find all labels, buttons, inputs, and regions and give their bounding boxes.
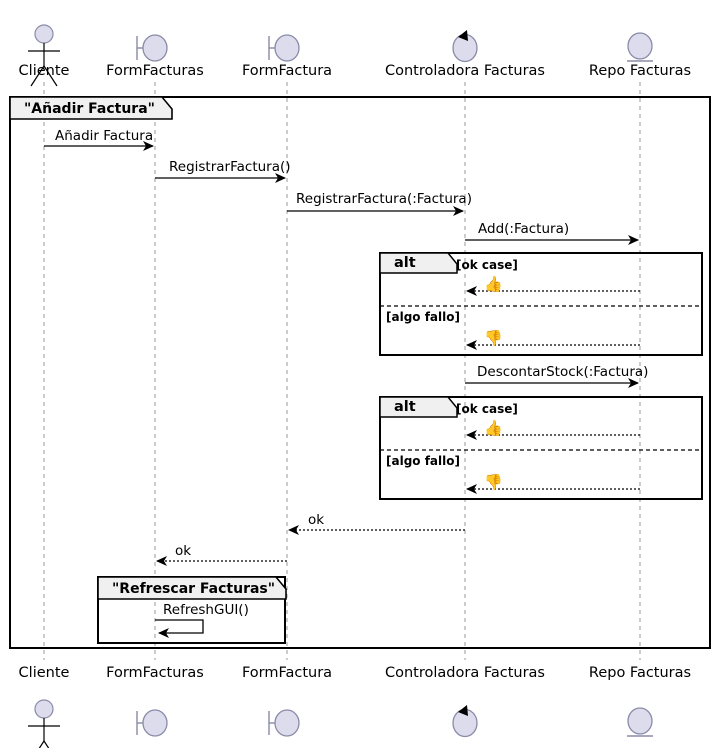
participant-icons-layer xyxy=(28,24,653,752)
alt-add-factura-operator: alt xyxy=(394,255,416,271)
boundary-circle xyxy=(142,34,168,62)
messages-layer xyxy=(44,141,639,638)
alt-descontar-stock-return-label-1: 👎 xyxy=(484,473,503,491)
alt-descontar-stock-guard-0: [ok case] xyxy=(456,402,518,416)
alt-descontar-stock-return-label-0: 👍 xyxy=(484,419,503,437)
participant-label-formfacturas-top: FormFacturas xyxy=(106,63,204,79)
alt-add-factura-border xyxy=(379,252,703,356)
self-message-label-sm1: RefreshGUI() xyxy=(163,602,249,618)
frames-layer xyxy=(9,96,711,649)
actor-head xyxy=(34,24,54,44)
participant-label-repo-bottom: Repo Facturas xyxy=(588,665,692,681)
alt-add-factura-tab xyxy=(379,252,458,274)
frame-refrescar-facturas-tab xyxy=(97,576,287,600)
entity-circle xyxy=(627,32,653,60)
frame-anadir-factura-tab xyxy=(9,96,173,120)
message-label-m1: Añadir Factura xyxy=(55,128,154,144)
frame-anadir-factura-border xyxy=(9,96,711,649)
boundary-circle xyxy=(142,709,168,737)
alt-descontar-stock-operator: alt xyxy=(394,399,416,415)
frame-anadir-factura xyxy=(9,96,711,649)
alt-add-factura-return-label-0: 👍 xyxy=(484,275,503,293)
frame-anadir-factura-label: "Añadir Factura" xyxy=(24,101,155,117)
alt-add-factura-guard-1: [algo fallo] xyxy=(386,310,460,324)
actor-head xyxy=(34,699,54,719)
alt-add-factura-return-label-1: 👎 xyxy=(484,329,503,347)
alt-descontar-stock-tab xyxy=(379,396,458,418)
alt-descontar-stock xyxy=(379,396,703,500)
actor-leg-right xyxy=(43,65,58,87)
control-arrow xyxy=(458,705,468,716)
frame-refrescar-facturas-label: "Refrescar Facturas" xyxy=(112,581,276,597)
actor-leg-right xyxy=(43,740,52,752)
participant-label-cliente-top: Cliente xyxy=(18,63,70,79)
participant-label-repo-top: Repo Facturas xyxy=(588,63,692,79)
self-message-path-sm1 xyxy=(155,619,204,638)
message-label-m6: ok xyxy=(308,512,325,528)
boundary-icon-formfacturas-top xyxy=(136,34,168,62)
message-label-m7: ok xyxy=(175,543,192,559)
boundary-icon-formfacturas-bottom xyxy=(136,709,168,737)
alt-descontar-stock-border xyxy=(379,396,703,500)
control-icon-controladora-bottom xyxy=(452,705,478,738)
actor-stick-figure-icon-cliente-bottom xyxy=(28,699,60,752)
entity-icon-repo-top xyxy=(627,32,653,62)
self-message-sm1 xyxy=(155,619,204,638)
participant-label-formfactura-top: FormFactura xyxy=(241,63,333,79)
control-arrow xyxy=(458,30,468,41)
message-label-m3: RegistrarFactura(:Factura) xyxy=(296,191,472,207)
control-icon-controladora-top xyxy=(452,30,478,63)
actor-leg-left xyxy=(30,65,45,87)
alt-add-factura-guard-0: [ok case] xyxy=(456,258,518,272)
boundary-circle xyxy=(274,34,300,62)
alt-fragments-layer xyxy=(379,252,703,500)
message-label-m4: Add(:Factura) xyxy=(478,221,570,237)
alt-add-factura xyxy=(379,252,703,356)
entity-circle xyxy=(627,707,653,735)
participant-label-formfacturas-bottom: FormFacturas xyxy=(106,665,204,681)
actor-leg-left xyxy=(36,740,45,752)
message-label-m2: RegistrarFactura() xyxy=(169,159,291,175)
participant-label-controladora-bottom: Controladora Facturas xyxy=(385,665,545,681)
actor-stick-figure-icon-cliente-top xyxy=(28,24,60,87)
boundary-icon-formfactura-top xyxy=(268,34,300,62)
message-label-m5: DescontarStock(:Factura) xyxy=(477,364,649,380)
frame-refrescar-facturas xyxy=(97,576,287,644)
entity-icon-repo-bottom xyxy=(627,707,653,737)
boundary-circle xyxy=(274,709,300,737)
participant-label-formfactura-bottom: FormFactura xyxy=(241,665,333,681)
participant-label-controladora-top: Controladora Facturas xyxy=(385,63,545,79)
participant-label-cliente-bottom: Cliente xyxy=(18,665,70,681)
alt-descontar-stock-guard-1: [algo fallo] xyxy=(386,454,460,468)
boundary-icon-formfactura-bottom xyxy=(268,709,300,737)
